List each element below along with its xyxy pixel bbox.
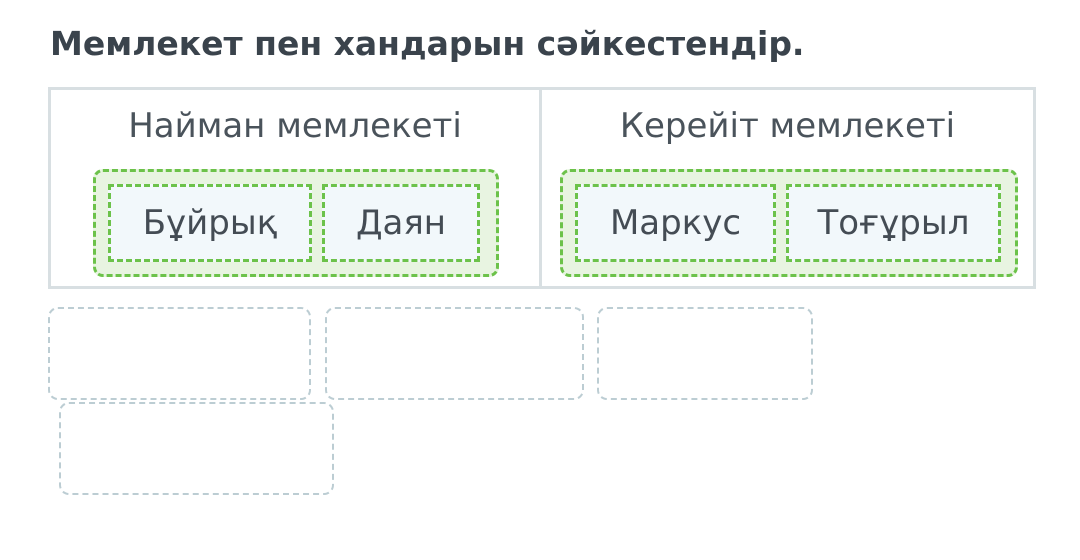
category-title: Керейіт мемлекеті: [619, 106, 956, 146]
answer-card-markus[interactable]: Маркус: [575, 184, 776, 262]
answer-card-dayan[interactable]: Даян: [322, 184, 480, 262]
category-title: Найман мемлекеті: [128, 106, 462, 146]
matching-board: Найман мемлекеті Бұйрық Даян Керейіт мем…: [48, 87, 1036, 289]
empty-answer-slot[interactable]: [59, 402, 334, 495]
empty-answer-slot[interactable]: [325, 307, 584, 400]
question-title: Мемлекет пен хандарын сәйкестендір.: [50, 24, 805, 63]
drop-zone-kereit[interactable]: Маркус Тоғұрыл: [560, 169, 1018, 277]
empty-answer-slot[interactable]: [597, 307, 813, 400]
category-column-naiman: Найман мемлекеті Бұйрық Даян: [51, 90, 542, 286]
category-column-kereit: Керейіт мемлекеті Маркус Тоғұрыл: [542, 90, 1033, 286]
answer-card-togyryl[interactable]: Тоғұрыл: [786, 184, 1001, 262]
empty-answer-slot[interactable]: [48, 307, 311, 400]
drop-zone-naiman[interactable]: Бұйрық Даян: [93, 169, 499, 277]
answer-card-buiryk[interactable]: Бұйрық: [108, 184, 312, 262]
